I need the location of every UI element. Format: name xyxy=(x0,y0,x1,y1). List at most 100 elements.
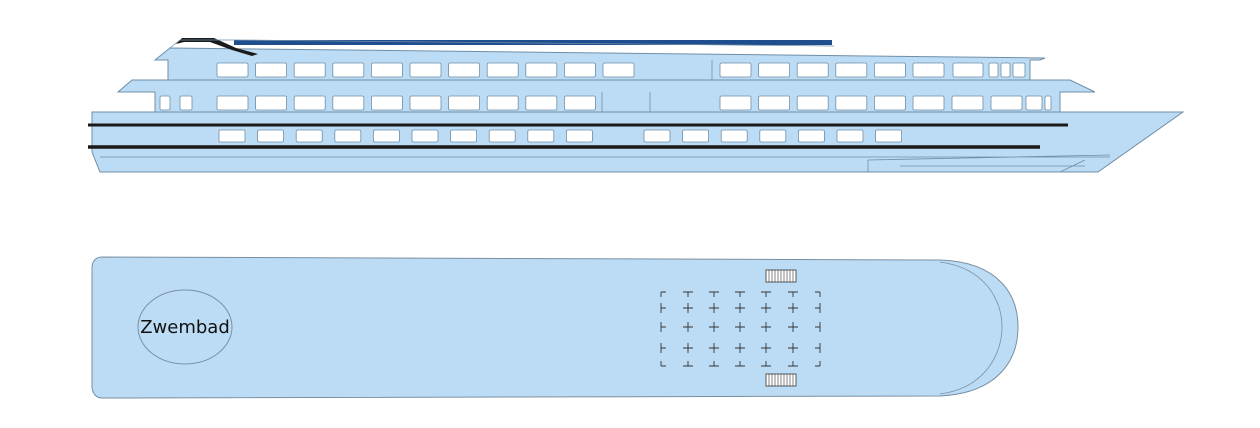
deck-chair-marker xyxy=(735,322,745,332)
sundeck-stripe xyxy=(234,40,832,45)
cabin-window xyxy=(409,62,442,78)
cabin-window xyxy=(1000,62,1011,78)
deck-chair-marker xyxy=(735,343,745,353)
porthole-window xyxy=(488,129,516,143)
stairs-bottom xyxy=(765,373,797,387)
deck-chair-marker xyxy=(815,361,821,367)
deck-chair-marker xyxy=(788,322,798,332)
deck-chair-marker xyxy=(709,322,719,332)
deck-chair-marker xyxy=(761,291,771,297)
sundeck-top-view: Zwembad xyxy=(91,256,1019,399)
deck-chair-marker xyxy=(761,303,771,313)
cabin-window xyxy=(370,62,403,78)
deck-chair-marker xyxy=(788,291,798,297)
cabin-window xyxy=(990,95,1023,111)
deck-chair-marker xyxy=(709,361,719,367)
deck-chair-marker xyxy=(660,303,666,313)
porthole-window xyxy=(218,129,246,143)
upper-deck-structure xyxy=(153,47,1046,81)
hull-lower-band xyxy=(100,154,1111,173)
cabin-window xyxy=(525,62,558,78)
deck-chair-marker xyxy=(709,343,719,353)
cabin-window xyxy=(370,95,403,111)
pool xyxy=(137,289,233,365)
deck-chair-marker xyxy=(683,322,693,332)
cabin-window xyxy=(332,95,365,111)
cabin-window xyxy=(951,95,984,111)
deck-chair-marker xyxy=(683,291,693,297)
stairs-top xyxy=(765,269,797,283)
cabin-window xyxy=(874,62,906,78)
ship-side-profile xyxy=(88,38,1185,173)
deck-chair-marker xyxy=(761,343,771,353)
pool-label: Zwembad xyxy=(140,317,230,338)
porthole-window xyxy=(682,129,709,143)
porthole-window xyxy=(566,129,593,143)
porthole-window xyxy=(643,129,671,143)
deck-chair-marker xyxy=(788,361,798,367)
deck-chair-marker xyxy=(788,303,798,313)
cabin-window xyxy=(796,95,829,111)
deck-divider xyxy=(601,60,713,112)
cabin-window xyxy=(525,95,558,111)
cabin-window xyxy=(912,95,945,111)
cabin-window xyxy=(216,95,249,111)
porthole-window xyxy=(759,129,787,143)
cabin-window xyxy=(293,95,326,111)
porthole-window xyxy=(450,129,478,143)
cabin-window xyxy=(179,95,193,111)
cabin-window xyxy=(602,62,635,78)
cabin-window xyxy=(719,95,752,111)
deck-chair-marker xyxy=(683,361,693,367)
upper-deck-windows xyxy=(216,62,1026,78)
cabin-window xyxy=(1025,95,1043,111)
porthole-window xyxy=(875,129,902,143)
porthole-window xyxy=(527,129,555,143)
bridge xyxy=(176,38,258,56)
porthole-window xyxy=(334,129,362,143)
deck-chair-marker xyxy=(709,291,719,297)
cabin-window xyxy=(564,62,596,78)
deck-chair-marker xyxy=(660,291,666,297)
lower-deck-portholes xyxy=(218,129,902,143)
porthole-window xyxy=(257,129,285,143)
cabin-window xyxy=(332,62,365,78)
cabin-window xyxy=(988,62,999,78)
porthole-window xyxy=(720,129,748,143)
deck-chair-grid xyxy=(660,291,821,367)
cabin-window xyxy=(835,62,868,78)
cabin-window xyxy=(758,95,790,111)
deck-chair-marker xyxy=(735,303,745,313)
deck-chair-marker xyxy=(761,361,771,367)
deck-chair-marker xyxy=(815,322,821,332)
cabin-window xyxy=(409,95,442,111)
deck-chair-marker xyxy=(660,343,666,353)
porthole-window xyxy=(295,129,323,143)
deck-chair-marker xyxy=(660,361,666,367)
cabin-window xyxy=(796,62,829,78)
cabin-window xyxy=(912,62,945,78)
deck-chair-marker xyxy=(683,303,693,313)
cabin-window xyxy=(486,62,519,78)
hull xyxy=(91,111,1185,173)
deck-chair-marker xyxy=(683,343,693,353)
cabin-window xyxy=(255,95,288,111)
porthole-window xyxy=(798,129,825,143)
deck-chair-marker xyxy=(815,291,821,297)
deck-chair-marker xyxy=(761,322,771,332)
porthole-window xyxy=(372,129,400,143)
sundeck-outline xyxy=(91,256,1019,399)
bow-inner-curve xyxy=(939,261,1003,395)
cabin-window xyxy=(1044,95,1052,111)
cabin-window xyxy=(564,95,596,111)
cabin-window xyxy=(758,62,790,78)
cabin-window xyxy=(255,62,288,78)
middle-deck-windows xyxy=(159,95,1052,111)
cabin-window xyxy=(448,95,481,111)
deck-chair-marker xyxy=(815,343,821,353)
cabin-window xyxy=(719,62,752,78)
cabin-window xyxy=(952,62,984,78)
deck-chair-marker xyxy=(709,303,719,313)
